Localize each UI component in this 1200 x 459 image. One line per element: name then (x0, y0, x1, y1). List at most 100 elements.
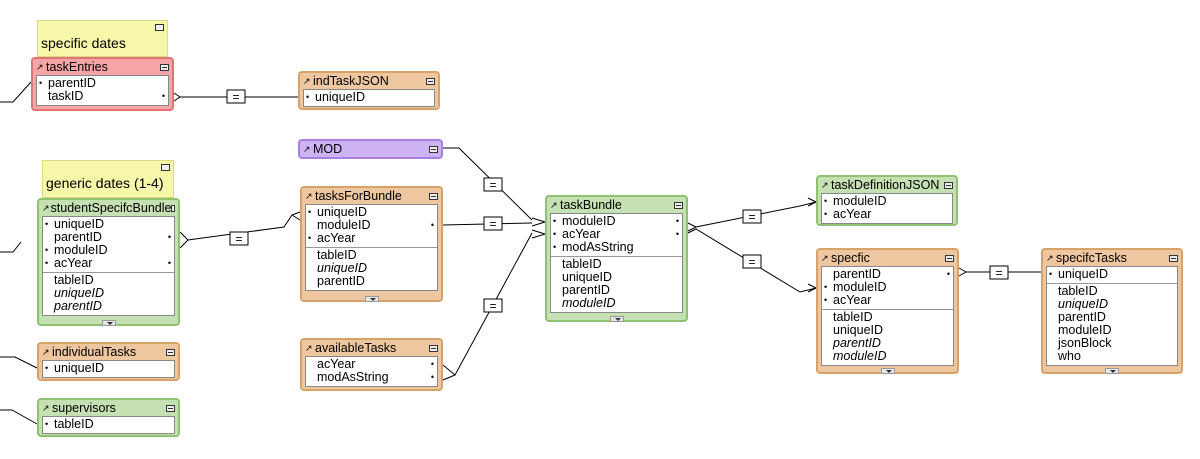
field[interactable]: •acYear• (45, 256, 171, 270)
field[interactable]: tableID (317, 248, 357, 262)
scroll-down-icon[interactable] (609, 316, 624, 322)
collapse-icon[interactable] (160, 63, 169, 71)
field[interactable]: •moduleID (824, 194, 887, 208)
eq-label: = (235, 232, 242, 246)
table-title: taskBundle (560, 198, 622, 212)
field[interactable]: parentID• (54, 230, 171, 244)
collapse-icon[interactable] (166, 348, 175, 356)
field[interactable]: •uniqueID (1049, 267, 1109, 281)
key-bullet-icon: • (306, 92, 310, 102)
scroll-down-icon[interactable] (101, 320, 116, 326)
go-to-layout-icon[interactable]: ↗ (42, 346, 50, 357)
field[interactable]: •moduleID• (553, 214, 679, 228)
go-to-layout-icon[interactable]: ↗ (303, 75, 311, 86)
field[interactable]: parentID (1058, 310, 1106, 324)
field[interactable]: parentID• (833, 267, 950, 281)
field[interactable]: uniqueID (833, 323, 884, 337)
collapse-icon[interactable] (429, 344, 438, 352)
go-to-layout-icon[interactable]: ↗ (42, 202, 50, 213)
field[interactable]: parentID (54, 299, 102, 313)
field[interactable]: uniqueID (54, 286, 105, 300)
collapse-icon[interactable] (171, 204, 175, 212)
key-bullet-icon: • (161, 91, 165, 101)
table-individualTasks[interactable]: ↗individualTasks •uniqueID (37, 342, 180, 381)
field[interactable]: •moduleID (824, 280, 887, 294)
field[interactable]: who (1058, 349, 1081, 363)
eq-label: = (489, 217, 496, 231)
table-specfic[interactable]: ↗specfic parentID• •moduleID •acYear tab… (816, 248, 959, 374)
relationship-operator-boxes[interactable] (226, 89, 1009, 313)
table-tasksForBundle[interactable]: ↗tasksForBundle •uniqueID moduleID• •acY… (300, 186, 443, 302)
field[interactable]: modAsString• (317, 370, 434, 384)
table-availableTasks[interactable]: ↗availableTasks acYear• modAsString• (300, 338, 443, 391)
scroll-down-icon[interactable] (364, 296, 379, 302)
field[interactable]: uniqueID (317, 261, 368, 275)
field[interactable]: •moduleID (45, 243, 108, 257)
field[interactable]: •uniqueID (308, 205, 368, 219)
go-to-layout-icon[interactable]: ↗ (1046, 252, 1054, 263)
field[interactable]: •uniqueID (45, 217, 105, 231)
go-to-layout-icon[interactable]: ↗ (305, 190, 313, 201)
go-to-layout-icon[interactable]: ↗ (303, 143, 311, 154)
field[interactable]: uniqueID (1058, 297, 1109, 311)
collapse-icon[interactable] (1169, 254, 1178, 262)
field[interactable]: tableID (833, 310, 873, 324)
field[interactable]: tableID (1058, 284, 1098, 298)
field[interactable]: moduleID (562, 296, 616, 310)
go-to-layout-icon[interactable]: ↗ (550, 199, 558, 210)
table-title: tasksForBundle (315, 189, 402, 203)
go-to-layout-icon[interactable]: ↗ (821, 252, 829, 263)
scroll-down-icon[interactable] (880, 368, 895, 374)
field[interactable]: tableID (54, 273, 94, 287)
key-bullet-icon: • (553, 229, 557, 239)
eq-label: = (489, 178, 496, 192)
field[interactable]: uniqueID (562, 270, 613, 284)
note-generic-dates[interactable]: generic dates (1-4) (42, 160, 174, 198)
collapse-icon[interactable] (674, 201, 683, 209)
field[interactable]: parentID (833, 336, 881, 350)
go-to-layout-icon[interactable]: ↗ (821, 179, 829, 190)
collapse-icon[interactable] (161, 164, 170, 171)
field[interactable]: moduleID (1058, 323, 1112, 337)
table-taskEntries[interactable]: ↗taskEntries •parentID taskID• (31, 57, 174, 111)
table-studentSpecifcBundle[interactable]: ↗studentSpecifcBundle •uniqueID parentID… (37, 198, 180, 326)
field[interactable]: moduleID (833, 349, 887, 363)
collapse-icon[interactable] (429, 192, 438, 200)
field[interactable]: acYear• (317, 357, 434, 371)
table-MOD[interactable]: ↗MOD (298, 139, 443, 159)
key-bullet-icon: • (167, 232, 171, 242)
table-supervisors[interactable]: ↗supervisors •tableID (37, 398, 180, 437)
scroll-down-icon[interactable] (1105, 368, 1119, 374)
go-to-layout-icon[interactable]: ↗ (42, 402, 50, 413)
collapse-icon[interactable] (426, 77, 435, 85)
note-specific-dates[interactable]: specific dates (37, 20, 168, 57)
table-taskDefinitionJSON[interactable]: ↗taskDefinitionJSON •moduleID •acYear (816, 175, 958, 226)
field[interactable]: •modAsString (553, 240, 634, 254)
go-to-layout-icon[interactable]: ↗ (305, 342, 313, 353)
field[interactable]: •acYear (824, 293, 872, 307)
field[interactable]: •parentID (39, 76, 96, 90)
field[interactable]: •tableID (45, 417, 94, 431)
table-specifcTasks[interactable]: ↗specifcTasks •uniqueID tableID uniqueID… (1041, 248, 1183, 374)
go-to-layout-icon[interactable]: ↗ (36, 61, 44, 72)
field[interactable]: •uniqueID (45, 361, 105, 375)
collapse-icon[interactable] (155, 24, 164, 31)
field[interactable]: jsonBlock (1058, 336, 1112, 350)
field[interactable]: •uniqueID (306, 90, 366, 104)
field[interactable]: taskID• (48, 89, 165, 103)
collapse-icon[interactable] (945, 254, 954, 262)
collapse-icon[interactable] (944, 181, 953, 189)
field[interactable]: parentID (562, 283, 610, 297)
collapse-icon[interactable] (429, 145, 438, 153)
key-bullet-icon: • (430, 359, 434, 369)
collapse-icon[interactable] (166, 404, 175, 412)
field[interactable]: •acYear• (553, 227, 679, 241)
table-indTaskJSON[interactable]: ↗indTaskJSON •uniqueID (298, 71, 440, 110)
field[interactable]: moduleID• (317, 218, 434, 232)
field[interactable]: •acYear (824, 207, 872, 221)
field[interactable]: parentID (317, 274, 365, 288)
table-title: specifcTasks (1056, 251, 1127, 265)
table-taskBundle[interactable]: ↗taskBundle •moduleID• •acYear• •modAsSt… (545, 195, 688, 322)
field[interactable]: •acYear (308, 231, 356, 245)
field[interactable]: tableID (562, 257, 602, 271)
